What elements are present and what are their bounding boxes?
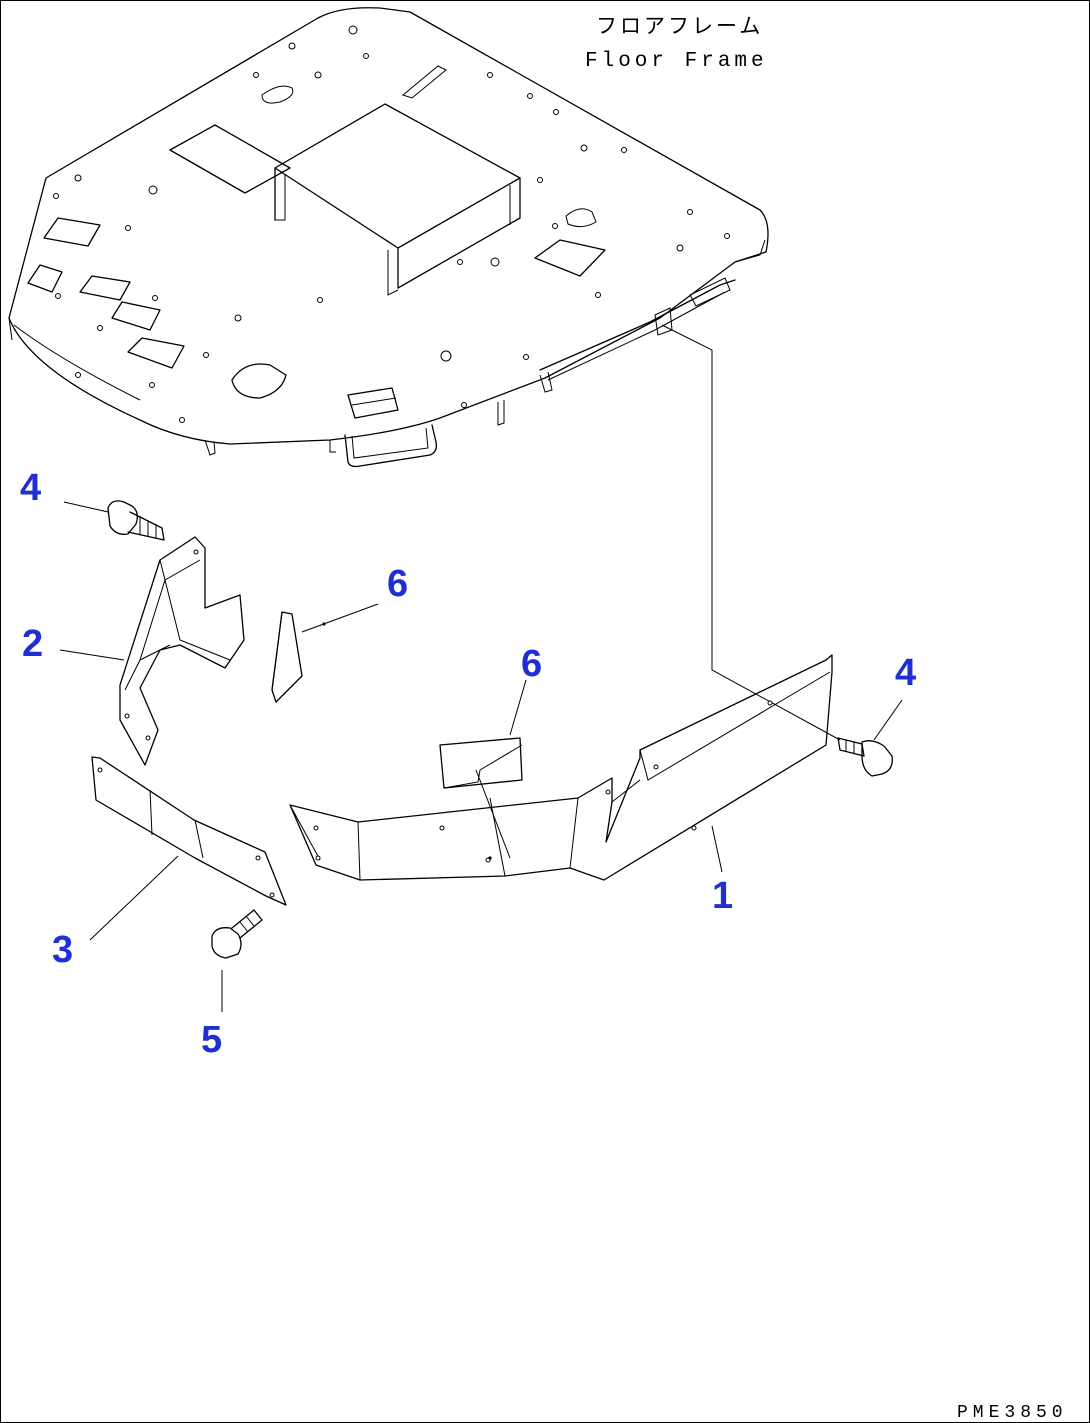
caption-japanese: フロアフレーム — [596, 14, 763, 38]
mounting-holes — [53, 25, 730, 423]
part-2-bracket — [119, 536, 245, 766]
part-3-plate — [91, 756, 287, 906]
callout-6-left: 6 — [387, 563, 408, 605]
part-5-bolt — [211, 909, 263, 959]
callout-4-left: 4 — [20, 467, 41, 509]
leader-lines — [59, 501, 903, 1012]
floor-frame — [8, 7, 769, 468]
part-6-pad-left — [271, 611, 303, 703]
leader-frame-to-part-1 — [661, 324, 841, 741]
callout-5: 5 — [201, 1019, 222, 1061]
callouts: 4 6 2 6 4 1 3 5 — [20, 467, 916, 1061]
caption-english: Floor Frame — [585, 50, 768, 73]
callout-3: 3 — [52, 929, 73, 971]
drawing-code: PME3850 — [957, 1403, 1068, 1423]
callout-1: 1 — [712, 875, 733, 917]
callout-4-right: 4 — [895, 652, 916, 694]
part-6-pad-center — [439, 737, 523, 789]
part-1-guard — [289, 654, 833, 881]
callout-2: 2 — [22, 623, 43, 665]
callout-6-center: 6 — [521, 643, 542, 685]
part-4-bolt-left — [107, 500, 165, 541]
part-4-bolt-right — [837, 737, 893, 777]
